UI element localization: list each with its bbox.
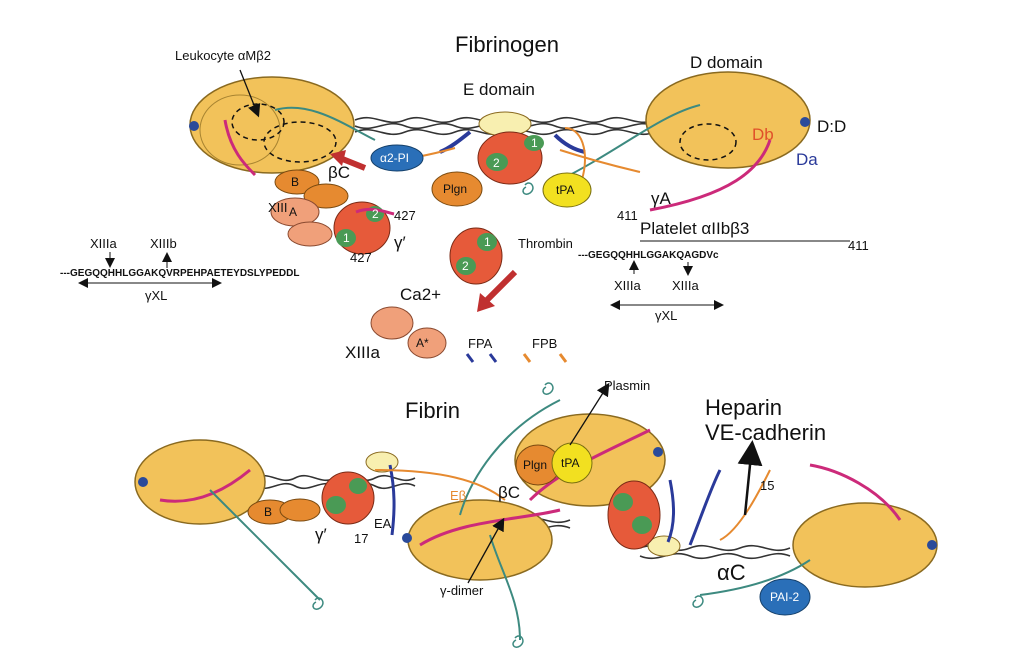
seq-right-yxl: γXL bbox=[655, 308, 677, 323]
alpha2-pi-blob bbox=[370, 144, 424, 172]
beta-c-label-top: βC bbox=[328, 163, 350, 182]
squiggle-br bbox=[692, 595, 704, 608]
left-sequence-marks bbox=[78, 252, 222, 288]
gamma-prime-label-bottom: γ′ bbox=[315, 525, 327, 544]
gamma-dimer-label: γ-dimer bbox=[440, 583, 484, 598]
xiii-b-label: B bbox=[291, 175, 299, 189]
seq-right-xiiia2: XIIIa bbox=[672, 278, 700, 293]
xiii-one-label: 1 bbox=[343, 231, 350, 245]
fibrinopeptide-marks bbox=[465, 353, 568, 363]
xiii-label: XIII bbox=[268, 200, 288, 215]
bottom-center-globule bbox=[402, 399, 561, 641]
thrombin-label: Thrombin bbox=[518, 236, 573, 251]
plgn-label-top: Plgn bbox=[443, 182, 467, 196]
a-star-label: A* bbox=[416, 336, 429, 350]
e-domain-one-label: 1 bbox=[531, 136, 538, 150]
gamma-dimer-arrow bbox=[467, 517, 505, 584]
pai2-blob bbox=[759, 578, 811, 616]
dd-label: D:D bbox=[817, 117, 846, 136]
plasmin-arrow bbox=[569, 382, 610, 446]
seq-left-yxl: γXL bbox=[145, 288, 167, 303]
bottom-left-globule bbox=[134, 439, 321, 601]
plasmin-label: Plasmin bbox=[604, 378, 650, 393]
xiii-a-label: A bbox=[289, 205, 297, 219]
n411-label-left: 411 bbox=[848, 238, 869, 253]
n411-label-right: 411 bbox=[617, 208, 638, 223]
bottom-right-globule bbox=[699, 463, 938, 596]
pai2-label: PAI-2 bbox=[770, 590, 799, 604]
right-sequence-marks bbox=[610, 240, 850, 310]
plgn-label-bottom: Plgn bbox=[523, 458, 547, 472]
right-d-domain-globule bbox=[559, 71, 811, 212]
seq-left-text: ---GEGQQHHLGGAKQVRPEHPAETEYDSLYPEDDL bbox=[60, 268, 299, 279]
b-label-bottom: B bbox=[264, 505, 272, 519]
gamma-prime-label-top: γ′ bbox=[394, 233, 406, 252]
tpa-blob-top bbox=[542, 172, 592, 208]
xiii-complex bbox=[270, 169, 395, 255]
tpa-label-top: tPA bbox=[556, 183, 574, 197]
heparin-arrow bbox=[737, 440, 763, 516]
thrombin-two-label: 2 bbox=[462, 259, 469, 273]
seq-right-xiiia1: XIIIa bbox=[614, 278, 642, 293]
thrombin bbox=[449, 227, 503, 285]
eb-label: Eβ bbox=[450, 488, 466, 503]
platelet-label: Platelet αIIbβ3 bbox=[640, 219, 749, 238]
bottom-e-domain-right bbox=[607, 469, 771, 557]
beta-c-arrow bbox=[338, 155, 367, 171]
leukocyte-pointer bbox=[239, 69, 261, 118]
fibrin-title: Fibrin bbox=[405, 398, 460, 423]
thrombin-arrow bbox=[484, 269, 518, 303]
seq-right-text: ---GEGQQHHLGGAKQAGDVc bbox=[578, 250, 719, 261]
fibrinogen-title: Fibrinogen bbox=[455, 32, 559, 57]
leukocyte-label: Leukocyte αMβ2 bbox=[175, 48, 271, 63]
db-label: Db bbox=[752, 125, 774, 144]
e-domain-label: E domain bbox=[463, 80, 535, 99]
bottom-e-domain-left bbox=[247, 451, 506, 536]
seq-left-xiiia: XIIIa bbox=[90, 236, 118, 251]
xiiia-label: XIIIa bbox=[345, 343, 381, 362]
alpha-c-label: αC bbox=[717, 560, 746, 585]
squiggle-bc bbox=[512, 635, 524, 648]
ve-cadherin-label: VE-cadherin bbox=[705, 420, 826, 445]
n427-seq-label: 427 bbox=[350, 250, 372, 265]
plgn-blob-top bbox=[431, 171, 483, 207]
squiggle-tc bbox=[542, 382, 554, 395]
alpha2pi-label: α2-PI bbox=[380, 151, 409, 165]
heparin-label: Heparin bbox=[705, 395, 782, 420]
e-domain-two-label: 2 bbox=[493, 156, 500, 170]
beta-c-label-bottom: βC bbox=[498, 483, 520, 502]
n17-label: 17 bbox=[354, 531, 368, 546]
fpa-label: FPA bbox=[468, 336, 493, 351]
e-domain bbox=[379, 111, 641, 186]
squiggle-top bbox=[522, 182, 534, 195]
d-domain-label: D domain bbox=[690, 53, 763, 72]
ca-label: Ca2+ bbox=[400, 285, 441, 304]
xiii-two-label: 2 bbox=[372, 207, 379, 221]
da-label: Da bbox=[796, 150, 818, 169]
squiggle-bl bbox=[312, 597, 324, 610]
gamma-a-label: γA bbox=[651, 189, 672, 208]
fpb-label: FPB bbox=[532, 336, 557, 351]
ea-label: EA bbox=[374, 516, 392, 531]
tpa-label-bottom: tPA bbox=[561, 456, 579, 470]
n15-label: 15 bbox=[760, 478, 774, 493]
seq-left-xiiib: XIIIb bbox=[150, 236, 177, 251]
thrombin-one-label: 1 bbox=[484, 235, 491, 249]
n427-top-label: 427 bbox=[394, 208, 416, 223]
xiiia-activated bbox=[370, 306, 447, 359]
